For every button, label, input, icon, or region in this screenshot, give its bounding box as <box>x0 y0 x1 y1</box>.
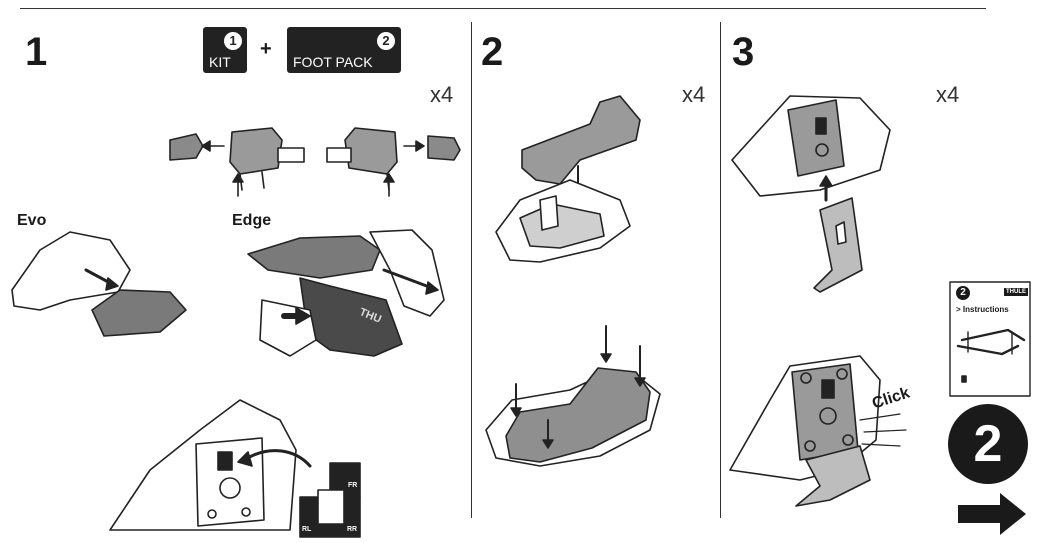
car-position-diagram <box>299 462 361 538</box>
step-3-multiplier: x4 <box>936 82 960 107</box>
diagram-fr-label: FR <box>348 482 358 489</box>
column-divider-2 <box>720 22 721 518</box>
diagram-rr-label: RR <box>347 526 358 533</box>
footpack-number-badge: 2 <box>377 32 395 50</box>
plus-sign: + <box>260 38 272 60</box>
kit-number-badge: 1 <box>224 32 242 50</box>
step2-pad-placement-illustration <box>495 95 641 263</box>
column-divider-1 <box>471 22 472 518</box>
step3-bracket-clicked-illustration <box>729 355 907 507</box>
kit-box: 1 KIT <box>203 27 247 73</box>
booklet-brand: THULE <box>1004 288 1028 296</box>
edge-foot-illustration <box>247 229 445 357</box>
step-2-number: 2 <box>481 30 504 74</box>
evo-foot-illustration <box>11 231 187 337</box>
footpack-box: 2 FOOT PACK <box>287 27 401 73</box>
evo-label: Evo <box>17 212 47 229</box>
top-rule <box>20 8 986 9</box>
footpack-label: FOOT PACK <box>293 54 373 70</box>
step-3-number: 3 <box>732 30 755 74</box>
step2-pad-press-illustration <box>485 325 661 467</box>
step-1-multiplier: x4 <box>430 82 454 107</box>
booklet-title: > Instructions <box>956 305 1009 314</box>
diagram-rl-label: RL <box>302 526 312 533</box>
booklet-number-badge: 2 <box>956 286 970 300</box>
step3-bracket-insert-illustration <box>731 95 891 293</box>
instruction-booklet <box>949 281 1031 397</box>
step-2-multiplier: x4 <box>682 82 706 107</box>
next-step-indicator <box>948 404 1028 535</box>
step-1-number: 1 <box>25 30 48 74</box>
next-arrow-icon <box>958 493 1026 535</box>
foot-plate-illustration <box>109 399 312 531</box>
next-step-number: 2 <box>973 415 1003 473</box>
kit-label: KIT <box>209 54 231 70</box>
step1-pad-removal-illustration <box>169 127 461 197</box>
edge-label: Edge <box>232 212 272 229</box>
